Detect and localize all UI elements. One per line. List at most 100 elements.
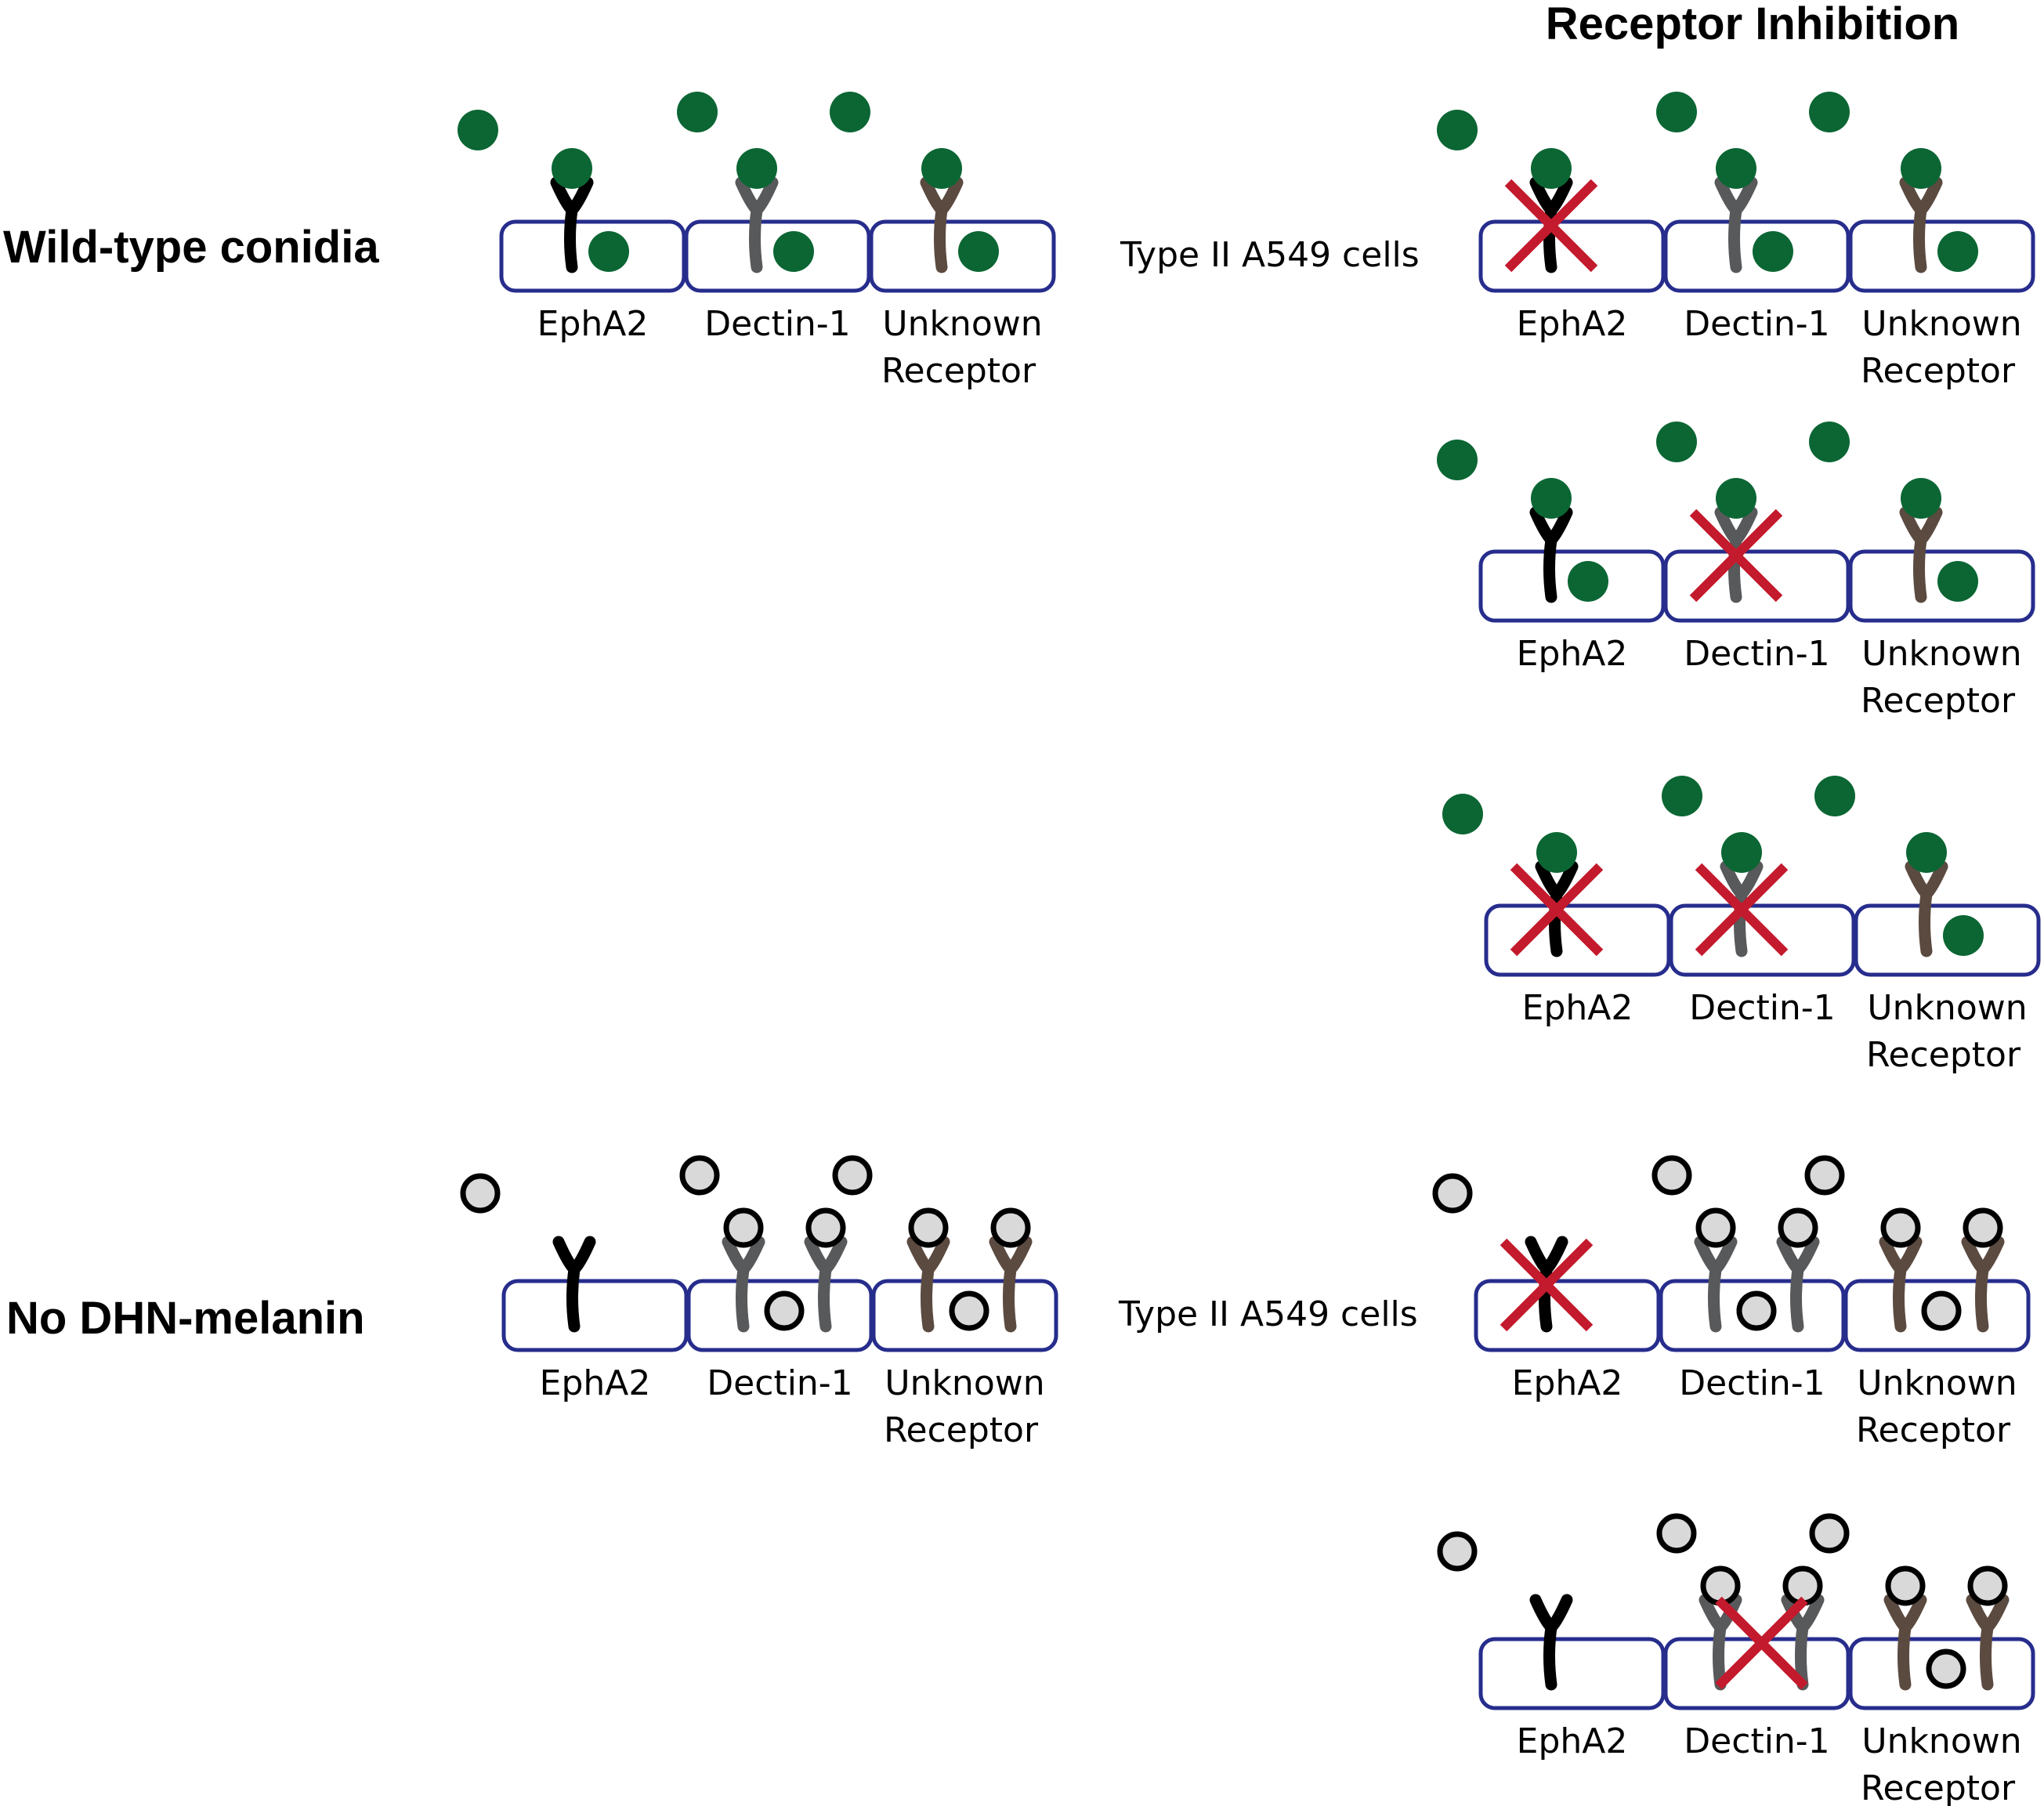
receptor-dectin — [1714, 506, 1758, 603]
receptor-unknown — [1883, 1594, 1927, 1691]
epithelial-cell — [1659, 1279, 1846, 1352]
receptor-unknown — [1879, 1236, 1923, 1333]
receptor-label-0: EphA2 — [1512, 1363, 1623, 1403]
receptor-epha2 — [552, 1236, 596, 1333]
receptor-epha2 — [1529, 506, 1573, 603]
inhibition-x-mark — [1695, 863, 1789, 957]
receptor-label-line2: Receptor — [881, 351, 1036, 391]
receptor-epha2 — [1529, 176, 1573, 273]
bound-conidium — [1531, 148, 1572, 189]
cell-line-label-wild-type: Type II A549 cells — [1120, 235, 1420, 275]
internalized-conidium — [958, 231, 999, 272]
inhibition-x-mark — [1715, 1596, 1808, 1690]
bound-conidium — [1967, 1565, 2008, 1606]
free-conidium — [1656, 422, 1697, 462]
free-conidium — [1662, 776, 1702, 816]
receptor-dectin — [804, 1236, 848, 1333]
receptor-dectin — [1776, 1236, 1820, 1333]
bound-conidium — [1716, 478, 1756, 519]
receptor-unknown — [1961, 1236, 2005, 1333]
receptor-epha2 — [550, 176, 594, 273]
receptor-epha2 — [1535, 860, 1579, 957]
epithelial-cell — [1854, 903, 2041, 977]
bound-conidium — [1901, 478, 1941, 519]
receptor-label-2: Unknown — [885, 1363, 1044, 1403]
bound-conidium — [1963, 1207, 2003, 1248]
receptor-label-line2: Receptor — [1856, 1410, 2011, 1450]
receptor-epha2 — [1525, 1236, 1568, 1333]
receptor-dectin — [1720, 860, 1764, 957]
receptor-label-2: Unknown — [1857, 1363, 2017, 1403]
receptor-unknown — [1905, 860, 1948, 957]
receptor-label-line2: Receptor — [1861, 681, 2016, 721]
bound-conidium — [1906, 832, 1947, 873]
bound-conidium — [990, 1207, 1031, 1248]
receptor-label-1: Dectin-1 — [707, 1363, 852, 1403]
receptor-label-line2: Receptor — [1866, 1035, 2021, 1075]
receptor-label-0: EphA2 — [1517, 304, 1628, 344]
epithelial-cell — [501, 1279, 689, 1352]
bound-conidium — [1885, 1565, 1926, 1606]
internalized-conidium — [1943, 915, 1984, 956]
receptor-label-line2: Receptor — [1861, 1768, 2016, 1806]
epithelial-cell — [1663, 219, 1850, 293]
receptor-unknown — [1899, 506, 1943, 603]
receptor-unknown — [906, 1236, 950, 1333]
epithelial-cell — [1474, 1279, 1661, 1352]
receptor-label-0: EphA2 — [1517, 634, 1628, 674]
free-conidium — [830, 92, 870, 132]
bound-conidium — [552, 148, 592, 189]
free-conidium — [458, 110, 498, 150]
bound-conidium — [1778, 1207, 1818, 1248]
row-label-no-melanin: No DHN-melanin — [6, 1293, 365, 1344]
epithelial-cell — [871, 1279, 1058, 1352]
receptor-label-2: Unknown — [882, 304, 1042, 344]
receptor-label-1: Dectin-1 — [1679, 1363, 1825, 1403]
epithelial-cell — [1669, 903, 1856, 977]
free-conidium — [832, 1155, 873, 1196]
inhibition-x-mark — [1510, 863, 1604, 957]
epithelial-cell — [1478, 549, 1666, 623]
internalized-conidium — [1937, 561, 1978, 602]
internalized-conidium — [1753, 231, 1793, 272]
bound-conidium — [1531, 478, 1572, 519]
inhibition-x-mark — [1500, 1238, 1594, 1332]
receptor-dectin — [722, 1236, 765, 1333]
row-label-wild-type: Wild-type conidia — [3, 222, 379, 273]
receptor-inhibition-heading: Receptor Inhibition — [1546, 0, 1959, 49]
epithelial-cell — [1484, 903, 1671, 977]
receptor-dectin — [1714, 176, 1758, 273]
bound-conidium — [736, 148, 777, 189]
internalized-conidium — [773, 231, 814, 272]
inhibition-stroke — [1695, 863, 1789, 957]
receptor-label-0: EphA2 — [1517, 1721, 1628, 1761]
receptor-dectin — [1694, 1236, 1738, 1333]
free-conidium — [677, 92, 718, 132]
receptor-label-line2: Receptor — [884, 1410, 1039, 1450]
inhibition-stroke — [1689, 509, 1783, 603]
receptor-unknown — [1899, 176, 1943, 273]
free-conidium — [1437, 1531, 1478, 1572]
free-conidium — [460, 1173, 501, 1214]
free-conidium — [1656, 92, 1697, 132]
epithelial-cell — [1478, 219, 1666, 293]
bound-conidium — [1782, 1565, 1823, 1606]
epithelial-cell — [1663, 549, 1850, 623]
bound-conidium — [1536, 832, 1577, 873]
bound-conidium — [1716, 148, 1756, 189]
receptor-label-0: EphA2 — [540, 1363, 651, 1403]
bound-conidium — [1700, 1565, 1741, 1606]
free-conidium — [1432, 1173, 1473, 1214]
free-conidium — [1442, 794, 1483, 834]
receptor-epha2 — [1529, 1594, 1573, 1691]
internalized-conidium — [1937, 231, 1978, 272]
inhibition-x-mark — [1689, 509, 1783, 603]
receptor-label-1: Dectin-1 — [1684, 304, 1829, 344]
receptor-dectin — [735, 176, 779, 273]
internalized-conidium — [949, 1290, 989, 1331]
